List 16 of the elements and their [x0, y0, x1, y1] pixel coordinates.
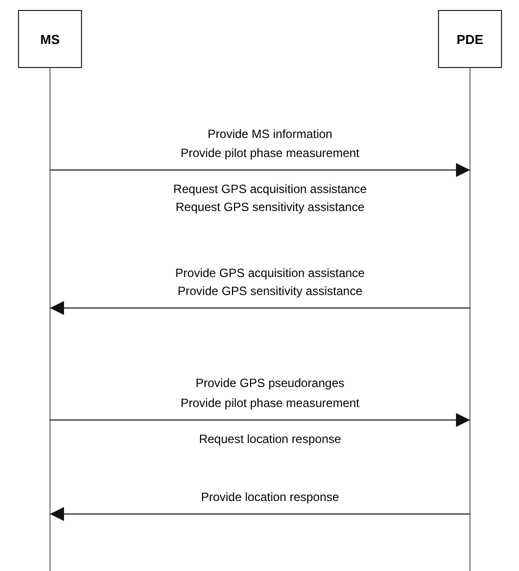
- message-label: Request GPS sensitivity assistance: [176, 200, 364, 214]
- message-arrow: [50, 301, 470, 315]
- message-label: Provide GPS sensitivity assistance: [178, 284, 362, 298]
- message-label: Request location response: [198, 432, 342, 446]
- message-arrow: [50, 163, 470, 177]
- message-label: Provide GPS pseudoranges: [196, 376, 344, 390]
- message-label: Request GPS acquisition assistance: [173, 182, 367, 196]
- participant-box: PDE: [438, 10, 502, 68]
- participant-box: MS: [18, 10, 82, 68]
- message-label: Provide pilot phase measurement: [180, 146, 360, 160]
- message-arrow: [50, 507, 470, 521]
- message-arrow: [50, 413, 470, 427]
- message-label: Provide GPS acquisition assistance: [175, 266, 365, 280]
- message-label: Provide location response: [200, 490, 340, 504]
- message-label: Provide pilot phase measurement: [180, 396, 360, 410]
- message-label: Provide MS information: [208, 127, 332, 141]
